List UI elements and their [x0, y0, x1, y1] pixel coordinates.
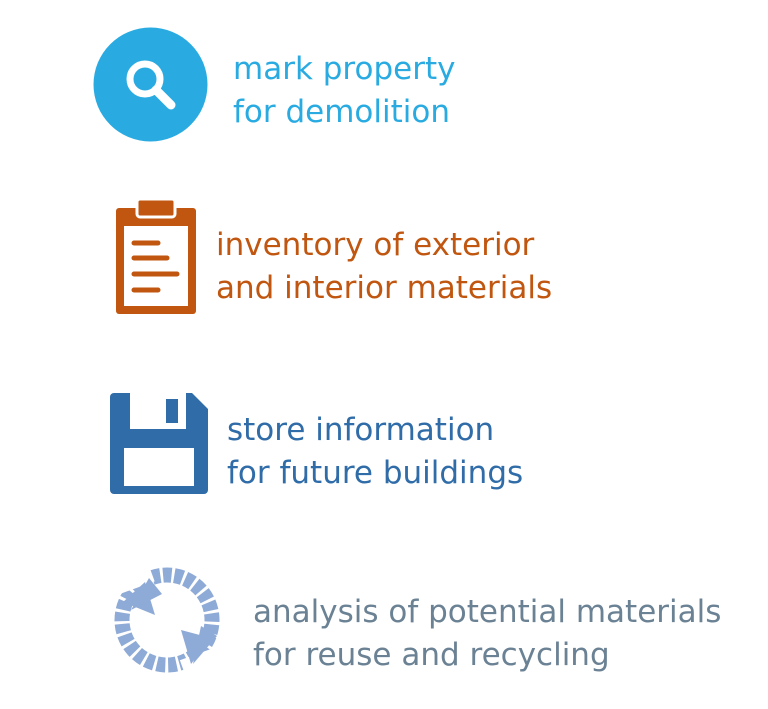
step-text-line: store information: [227, 412, 495, 448]
step-text-line: analysis of potential materials: [253, 594, 722, 630]
step-text-line: mark property: [233, 51, 456, 87]
step-text-line: inventory of exterior: [216, 227, 535, 263]
step-text-line: and interior materials: [216, 270, 553, 306]
floppy-disk-icon: [110, 393, 208, 494]
recycle-icon: [105, 560, 230, 680]
step-text-line: for demolition: [233, 94, 450, 130]
clipboard-icon: [116, 198, 196, 314]
step-text-line: for reuse and recycling: [253, 637, 610, 673]
search-icon: [93, 27, 208, 142]
step-text-line: for future buildings: [227, 455, 524, 491]
